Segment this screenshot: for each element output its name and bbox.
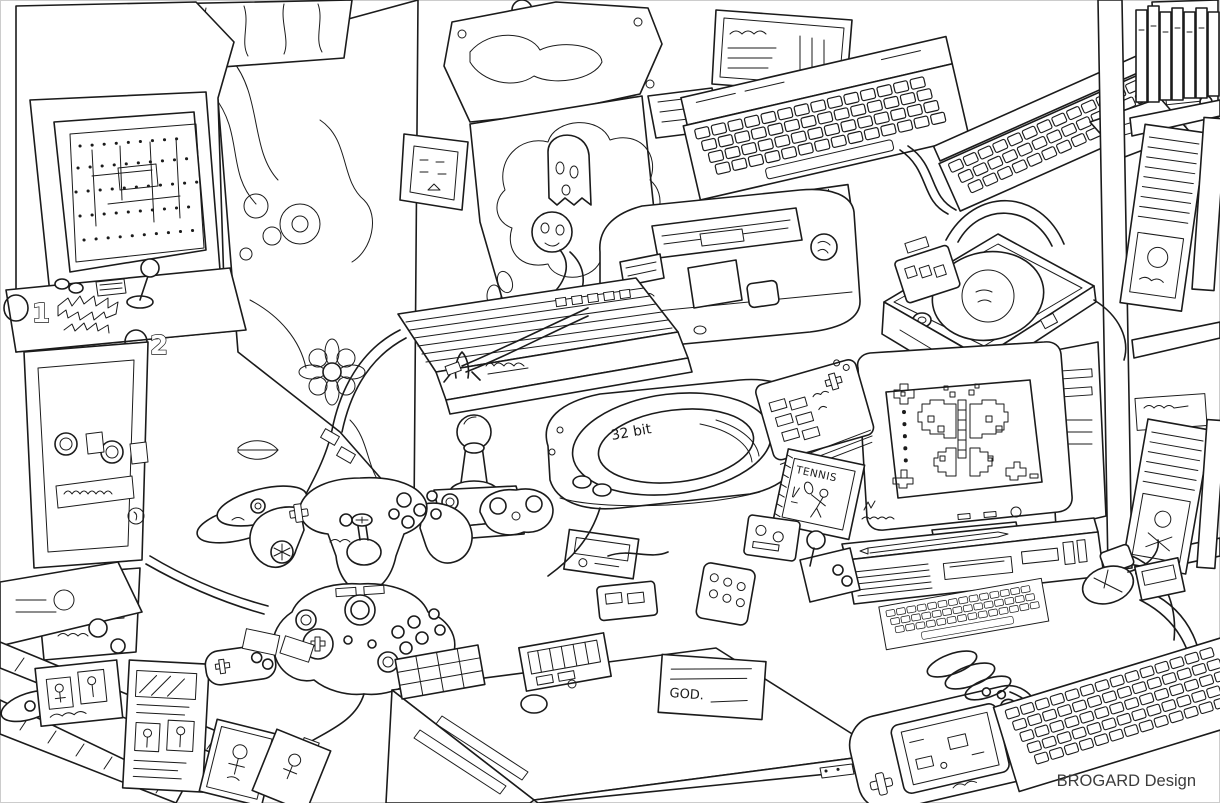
n64-controller: [249, 476, 473, 647]
retro-computer-keyboard: [680, 35, 971, 201]
adapter-box: [596, 580, 659, 622]
mouse: [1081, 539, 1159, 605]
rf-switch-box: [743, 514, 801, 562]
sega-saturn: 32 bit: [545, 378, 805, 510]
flower-art: [298, 338, 366, 406]
snes-console: [599, 183, 861, 349]
magazines-and-cards: [0, 561, 332, 803]
port-panel: [894, 236, 961, 304]
note-paper: GOD.: [657, 653, 767, 721]
trading-card: [251, 728, 332, 803]
logo-scribble: [952, 780, 977, 789]
keypad-cartridge: [394, 644, 486, 700]
remote-control: [695, 562, 756, 626]
player-one-label: 1: [32, 299, 50, 329]
marquee: [443, 1, 663, 123]
arcade-front-door: [23, 341, 149, 569]
arcade-control-panel: 1 2: [3, 258, 247, 362]
carry-handle: [945, 199, 1065, 245]
jewel: [344, 594, 376, 626]
disc-lid: [931, 250, 1045, 342]
d-pad: [869, 772, 894, 796]
mini-screen: [399, 133, 469, 211]
drive-bays: [413, 715, 529, 795]
console-switches: [554, 288, 632, 308]
cartridge-slot: [651, 207, 803, 259]
d-pad: [289, 503, 309, 523]
atari-2600: [291, 277, 693, 521]
gc-controller: [479, 488, 554, 536]
graffiti-logo: [57, 295, 119, 321]
small-cartridge-right: [1133, 557, 1186, 602]
ridged-cartridge: [518, 632, 612, 692]
lid-logo-scribble: [975, 289, 993, 303]
player-two-label: 2: [150, 331, 168, 361]
cartridge-center: [563, 528, 640, 580]
monitor-brand-scribble: [863, 500, 876, 511]
vent-grille: [853, 563, 933, 597]
power-slider: [687, 259, 743, 309]
tennis-cartridge: TENNIS: [771, 448, 866, 541]
screen: [900, 711, 1000, 786]
left-console-edge: [0, 561, 143, 647]
desktop-computer: [841, 517, 1105, 605]
mini-arcade-stick: [799, 530, 861, 603]
shooter-sprites: [892, 383, 1039, 489]
cables: [145, 145, 1127, 615]
controller-logo-scribble: [329, 539, 351, 543]
mini-keyboard: [878, 577, 1050, 651]
tennis-player-art: [790, 481, 829, 518]
brand-scribble: [485, 362, 529, 375]
arcade-joystick: [126, 258, 160, 309]
note-text: GOD.: [669, 686, 704, 703]
pen: [859, 531, 1009, 555]
analog-stick: [346, 513, 382, 566]
nes-cartridge-shelf-mid: [1119, 123, 1208, 312]
reset-button: [746, 279, 780, 309]
saturn-lid-label: 32 bit: [610, 421, 653, 444]
open-magazine: [121, 659, 211, 793]
gamepad-small: [204, 644, 277, 686]
power-button: [520, 694, 548, 714]
monitor-screen: [885, 379, 1043, 499]
magazine-card: [34, 659, 124, 728]
bookshelf: [1097, 0, 1220, 575]
butterfly-pixel-art: [917, 383, 1009, 477]
spacebar: [765, 139, 895, 180]
console-logo: [810, 233, 838, 261]
arcade-maze-game: [69, 123, 205, 263]
arcade-cabinet-left: 1 2: [3, 1, 247, 661]
nes-cartridge-shelf-low: [1121, 393, 1220, 575]
desk-keyboard: [992, 635, 1220, 793]
credit-caption: BROGARD Design: [1057, 772, 1196, 790]
handheld-console: [755, 359, 875, 476]
book-spines: [1135, 5, 1220, 103]
